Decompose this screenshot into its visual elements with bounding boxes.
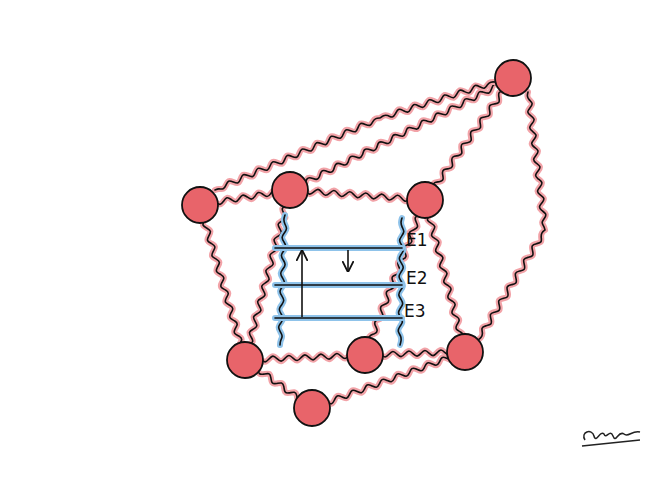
atoms (182, 60, 531, 426)
energy-level-label: E3 (404, 303, 426, 320)
atom-circle (272, 172, 308, 208)
atom-circle (447, 334, 483, 370)
spring-halo (290, 188, 425, 201)
level-line (275, 284, 402, 286)
spring-bond (200, 205, 245, 360)
spring-halo (290, 78, 513, 190)
level-halo (279, 215, 287, 345)
level-line (275, 317, 402, 319)
atom-circle (227, 342, 263, 378)
level-line (279, 215, 287, 345)
spring-bond (478, 92, 546, 340)
spring-halo (215, 82, 495, 190)
atom-circle (495, 60, 531, 96)
level-halo (275, 282, 402, 288)
spring-bond (312, 352, 465, 408)
spring-halo (200, 205, 245, 360)
level-halo (398, 218, 404, 345)
spring-bond (425, 200, 465, 352)
atom-circle (347, 337, 383, 373)
level-halo (275, 315, 402, 321)
spring-bond (215, 82, 495, 190)
energy-levels (275, 215, 404, 345)
level-line (275, 247, 402, 249)
spring-bonds (200, 78, 546, 408)
atom-circle (294, 390, 330, 426)
spring-halo (478, 92, 546, 340)
spring-halo (425, 200, 465, 352)
spring-bond (425, 78, 513, 200)
energy-level-label: E1 (406, 232, 428, 249)
atom-circle (182, 187, 218, 223)
spring-halo (245, 190, 290, 360)
spring-halo (425, 78, 513, 200)
level-line (398, 218, 404, 345)
energy-level-label: E2 (406, 270, 428, 287)
spring-halo (312, 352, 465, 408)
emission-arrow (347, 250, 349, 270)
atom-circle (407, 182, 443, 218)
spring-bond (245, 190, 290, 360)
spring-bond (290, 78, 513, 190)
signature-scribble (582, 432, 640, 446)
level-halo (275, 245, 402, 251)
absorption-arrow (301, 252, 303, 317)
spring-bond (290, 188, 425, 201)
